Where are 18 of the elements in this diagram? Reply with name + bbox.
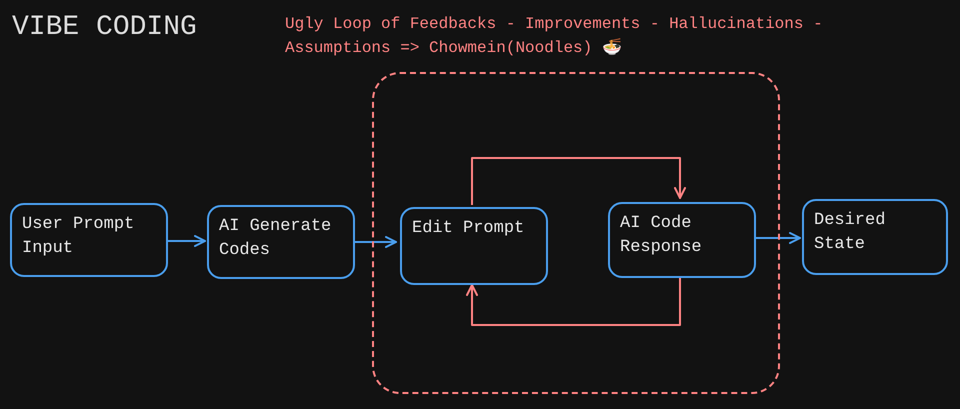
note-text: Ugly Loop of Feedbacks - Improvements - Hallucinations - Assumptions => Chowmein(Noodles) 🍜 bbox=[285, 14, 824, 59]
process-box bbox=[608, 202, 756, 278]
process-box bbox=[400, 207, 548, 285]
box-label: Edit Prompt bbox=[412, 218, 526, 240]
process-box bbox=[10, 203, 168, 277]
box-label: AI Code Response bbox=[620, 213, 703, 259]
arrow bbox=[168, 235, 206, 247]
arrow bbox=[754, 232, 801, 244]
dashed-group-box bbox=[372, 72, 780, 394]
process-box bbox=[207, 205, 355, 279]
box-label: Desired State bbox=[814, 210, 886, 256]
arrow bbox=[355, 236, 397, 248]
diagram-title: VIBE CODING bbox=[12, 12, 197, 44]
arrow bbox=[471, 157, 686, 205]
box-label: AI Generate Codes bbox=[219, 216, 332, 262]
box-label: User Prompt Input bbox=[22, 214, 136, 260]
process-box bbox=[802, 199, 948, 275]
arrow bbox=[466, 276, 681, 326]
